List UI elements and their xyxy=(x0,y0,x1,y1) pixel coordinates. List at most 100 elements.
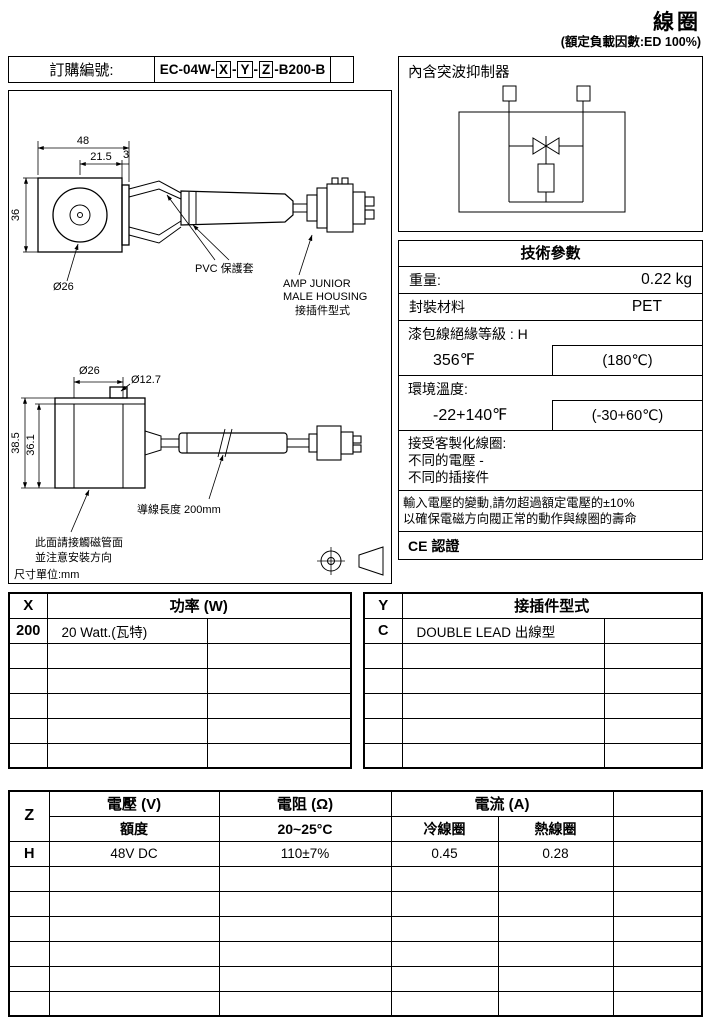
y-table-empty-row xyxy=(363,717,703,744)
units-label: 尺寸單位:mm xyxy=(14,567,79,581)
weight-value: 0.22 kg xyxy=(641,271,692,288)
z-table-row: H 48V DC 110±7% 0.45 0.28 xyxy=(8,840,703,867)
custom-coil-row: 接受客製化線圈: 不同的電壓 - 不同的插接件 xyxy=(399,430,702,490)
page-title: 線圈 xyxy=(653,11,701,34)
front-connector xyxy=(308,425,362,461)
z-code-value: H xyxy=(8,840,50,867)
rated-header: 額度 xyxy=(48,815,220,842)
cold-coil-header: 冷線圈 xyxy=(390,815,499,842)
empty-cell xyxy=(48,990,220,1017)
front-stem-label: Ø12.7 xyxy=(131,374,161,386)
y-table-empty-row xyxy=(363,692,703,719)
x-table-empty-row xyxy=(8,642,352,669)
y-table-row: C DOUBLE LEAD 出線型 xyxy=(363,617,703,644)
x-code-header: X xyxy=(8,592,48,619)
coil-element-symbol xyxy=(537,163,555,193)
z-table-empty-row xyxy=(8,865,703,892)
empty-cell xyxy=(363,642,403,669)
y-table-title: 接插件型式 xyxy=(401,592,703,619)
empty-cell xyxy=(497,915,614,942)
terminal-2 xyxy=(576,85,591,102)
terminal-1 xyxy=(502,85,517,102)
empty-cell xyxy=(8,717,48,744)
empty-cell xyxy=(206,667,352,694)
page-subtitle: (額定負載因數:ED 100%) xyxy=(560,35,701,49)
empty-cell xyxy=(363,742,403,769)
y-table-empty-row xyxy=(363,642,703,669)
empty-cell xyxy=(612,790,703,817)
z-code-header: Z xyxy=(8,790,50,842)
empty-cell xyxy=(46,717,208,744)
empty-cell xyxy=(8,742,48,769)
dimension-drawings: 48 21.5 3 36 Ø26 PVC 保護套 AMP JUNIOR MALE… xyxy=(10,135,384,581)
empty-cell xyxy=(603,617,703,644)
coil-front-view xyxy=(54,386,362,489)
cable-sleeve xyxy=(180,190,294,226)
custom-coil-line1: 接受客製化線圈: xyxy=(408,436,507,451)
part-number-sep1: - xyxy=(231,61,237,77)
empty-cell xyxy=(497,890,614,917)
x-table-empty-row xyxy=(8,667,352,694)
y-table-header: Y 接插件型式 xyxy=(363,592,703,619)
empty-cell xyxy=(603,742,703,769)
empty-cell xyxy=(8,667,48,694)
empty-cell xyxy=(603,642,703,669)
empty-cell xyxy=(218,965,392,992)
empty-cell xyxy=(390,990,499,1017)
coil-side-view xyxy=(37,177,375,253)
insulation-fahrenheit: 356℉ xyxy=(433,352,475,369)
amp-label-1: AMP JUNIOR xyxy=(283,278,351,290)
x-table-empty-row xyxy=(8,717,352,744)
insulation-row: 漆包線絕緣等級 : H 356℉ (180℃) xyxy=(399,320,702,375)
empty-cell xyxy=(8,865,50,892)
voltage-note-line2: 以確保電磁方向閥正常的動作與線圈的壽命 xyxy=(403,512,637,526)
empty-cell xyxy=(612,865,703,892)
empty-cell xyxy=(363,667,403,694)
empty-cell xyxy=(8,890,50,917)
x-table-empty-row xyxy=(8,742,352,769)
y-code-value: C xyxy=(363,617,403,644)
drawing-panel: 48 21.5 3 36 Ø26 PVC 保護套 AMP JUNIOR MALE… xyxy=(8,90,392,584)
voltage-header: 電壓 (V) xyxy=(48,790,220,817)
side-view-labels: 48 21.5 3 36 Ø26 PVC 保護套 AMP JUNIOR MALE… xyxy=(10,135,367,317)
weight-label: 重量: xyxy=(409,272,441,288)
custom-coil-line2: 不同的電壓 - xyxy=(408,453,484,468)
order-number-value: EC-04W- X - Y - Z -B200-B xyxy=(155,56,331,83)
amp-connector xyxy=(306,177,375,233)
z-table-header-row1: Z 電壓 (V) 電阻 (Ω) 電流 (A) xyxy=(8,790,703,842)
empty-cell xyxy=(46,642,208,669)
z-table-empty-row xyxy=(8,890,703,917)
empty-cell xyxy=(218,915,392,942)
empty-cell xyxy=(390,915,499,942)
z-table-empty-row xyxy=(8,990,703,1017)
empty-cell xyxy=(401,692,605,719)
empty-cell xyxy=(612,915,703,942)
x-table-row: 200 20 Watt.(瓦特) xyxy=(8,617,352,644)
amp-label-2: MALE HOUSING xyxy=(283,291,367,303)
empty-cell xyxy=(401,742,605,769)
empty-cell xyxy=(603,667,703,694)
empty-cell xyxy=(206,717,352,744)
surge-circuit-diagram xyxy=(458,85,626,213)
suppressor-module-outline xyxy=(458,111,626,213)
dim-21-5-label: 21.5 xyxy=(90,151,111,163)
encapsulation-value: PET xyxy=(631,298,662,315)
empty-cell xyxy=(390,890,499,917)
empty-cell xyxy=(401,667,605,694)
dim-36-label: 36 xyxy=(10,209,22,221)
empty-cell xyxy=(218,890,392,917)
voltage-note-line1: 輸入電壓的變動,請勿超過額定電壓的±10% xyxy=(403,496,635,510)
z-table-header-row2: 額度 20~25°C 冷線圈 熱線圈 xyxy=(9,815,703,842)
x-power-value: 20 Watt.(瓦特) xyxy=(46,617,208,644)
z-electrical-table: Z 電壓 (V) 電阻 (Ω) 電流 (A) 額度 20~25°C 冷線圈 熱線… xyxy=(8,790,703,1017)
surge-suppressor-panel: 內含突波抑制器 xyxy=(398,56,703,232)
tvs-diode-symbol xyxy=(532,136,560,156)
order-number-label: 訂購編號: xyxy=(8,56,155,83)
ambient-temp-label: 環境溫度: xyxy=(408,381,468,397)
empty-cell xyxy=(612,815,703,842)
empty-cell xyxy=(8,692,48,719)
y-connector-table: Y 接插件型式 C DOUBLE LEAD 出線型 xyxy=(363,592,703,769)
z-table-empty-row xyxy=(8,965,703,992)
front-view-dimension-lines xyxy=(21,377,224,533)
empty-cell xyxy=(8,642,48,669)
